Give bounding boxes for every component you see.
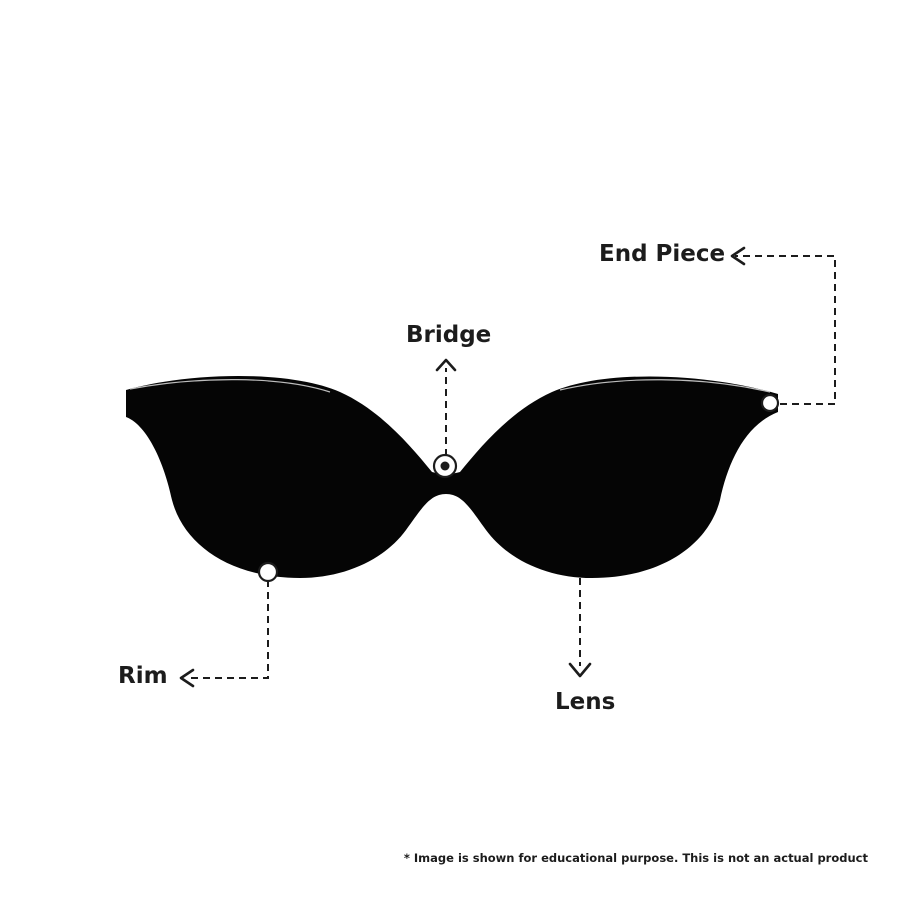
disclaimer-note: * Image is shown for educational purpose…	[403, 851, 868, 865]
end-piece-arrowhead	[730, 246, 746, 266]
bridge-marker-dot	[440, 461, 450, 471]
rim-arrowhead	[179, 668, 195, 688]
rim-marker	[257, 561, 279, 583]
lens-label: Lens	[555, 689, 615, 715]
end-piece-marker	[760, 393, 780, 413]
frame-highlight-right	[559, 379, 771, 393]
sunglasses-frame	[126, 376, 778, 578]
rim-leader	[186, 580, 269, 679]
bridge-label: Bridge	[406, 322, 491, 348]
lens-arrowhead	[568, 662, 592, 678]
end-piece-label: End Piece	[599, 241, 725, 267]
bridge-arrowhead	[435, 358, 457, 372]
rim-callout: Rim	[118, 561, 279, 689]
end-piece-leader	[735, 255, 836, 405]
bridge-callout: Bridge	[406, 322, 491, 479]
lens-callout: Lens	[555, 578, 615, 715]
frame-highlight-left	[129, 378, 331, 393]
end-piece-callout: End Piece	[599, 241, 836, 413]
frame-silhouette	[126, 376, 778, 578]
rim-label: Rim	[118, 663, 168, 689]
